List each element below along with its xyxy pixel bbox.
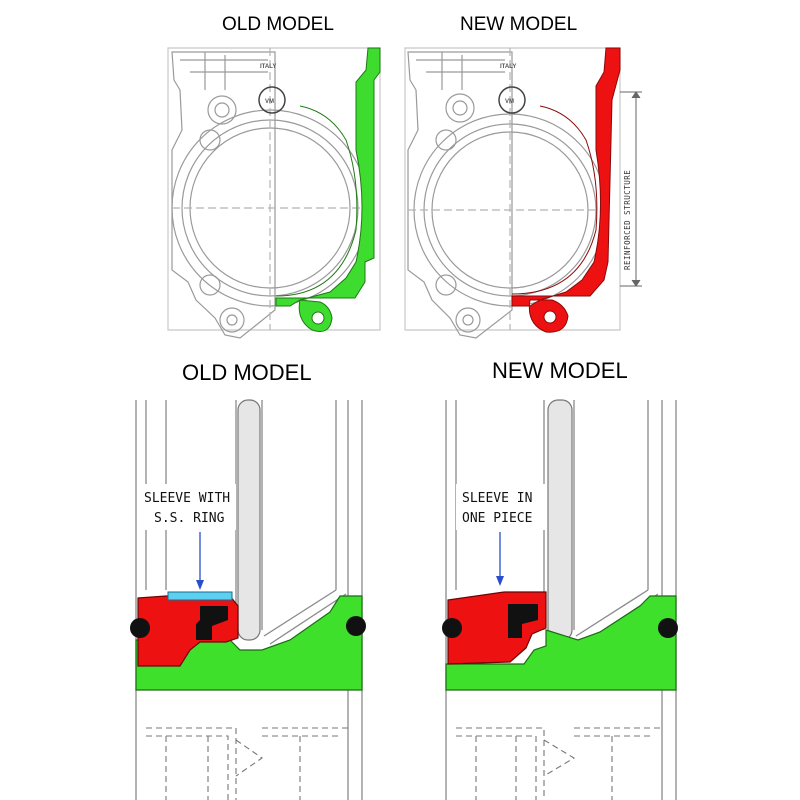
old-ss-ring: [167, 591, 233, 601]
old-oring-left: [130, 618, 150, 638]
old-body-lug-hole: [311, 311, 325, 325]
top-new-model-title: NEW MODEL: [460, 14, 577, 35]
old-logo-mark: VM: [265, 99, 274, 105]
new-green-seat-body: [445, 595, 677, 691]
reinforced-dimension: [620, 91, 642, 287]
new-callout-line-1: SLEEVE IN: [462, 491, 532, 506]
new-callout-line-2: ONE PIECE: [462, 511, 532, 526]
new-valve-body-drawing: [404, 47, 621, 339]
new-highlight-inner-arc: [511, 105, 598, 295]
new-body-red-highlight: [511, 47, 621, 333]
top-panel: OLD MODEL NEW MODEL VM ITALY: [167, 14, 642, 339]
old-callout-arrowhead: [196, 580, 204, 590]
bottom-panel: OLD MODEL NEW MODEL: [130, 358, 678, 800]
new-oring-left: [442, 618, 462, 638]
bottom-old-model-title: OLD MODEL: [182, 360, 312, 385]
new-body-lug-hole: [543, 310, 557, 324]
new-italy-stamp: ITALY: [500, 64, 516, 70]
new-logo-mark: VM: [505, 99, 514, 105]
new-callout-box: [456, 484, 546, 530]
old-body-green-highlight: [275, 47, 381, 332]
old-highlight-inner-arc: [275, 105, 358, 297]
old-green-seat-body: [135, 595, 363, 691]
reinforced-structure-label: REINFORCED STRUCTURE: [623, 170, 632, 270]
new-oring-right: [658, 618, 678, 638]
old-valve-body-drawing: [167, 47, 381, 339]
old-oring-right: [346, 616, 366, 636]
top-old-model-title: OLD MODEL: [222, 14, 334, 35]
new-seal-section: SLEEVE IN ONE PIECE: [442, 399, 678, 800]
old-sleeve-shaft: [237, 399, 261, 641]
new-sleeve-cutout: [508, 604, 538, 638]
old-sleeve-cutout: [196, 606, 228, 640]
old-callout-line-1: SLEEVE WITH: [144, 491, 230, 506]
new-callout-arrowhead: [496, 576, 504, 586]
old-italy-stamp: ITALY: [260, 64, 276, 70]
old-seal-section: SLEEVE WITH S.S. RING: [130, 399, 366, 800]
new-sleeve-shaft: [547, 399, 573, 641]
bottom-new-model-title: NEW MODEL: [492, 358, 628, 383]
old-callout-box: [140, 484, 236, 530]
old-callout-line-2: S.S. RING: [154, 511, 225, 526]
